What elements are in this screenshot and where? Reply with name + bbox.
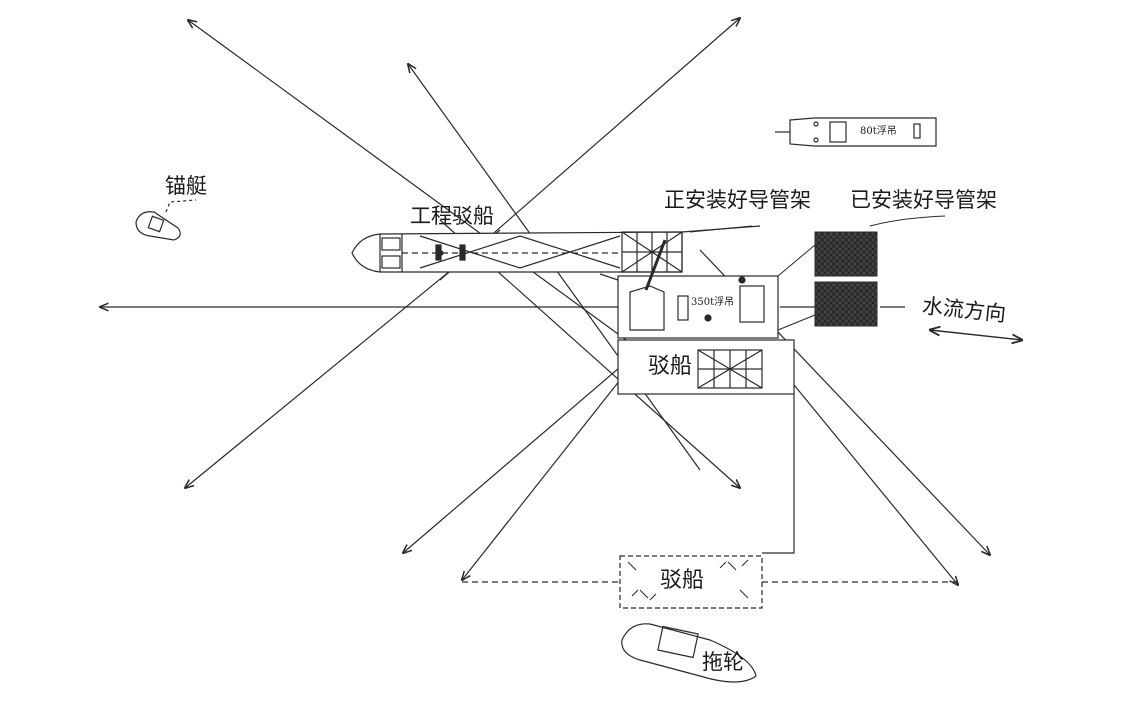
mooring-line-nw: [188, 20, 641, 351]
floating-crane-350t: [599, 225, 779, 339]
mooring-line-ssw2: [462, 379, 621, 580]
barge-bottom-label: 驳船: [660, 568, 705, 593]
installing-frame-label: 正安装好导管架: [664, 188, 811, 212]
tugboat: [621, 623, 757, 683]
anchor-boat-label: 锚艇: [165, 174, 207, 198]
barge-top: [617, 339, 795, 554]
barge-bottom: [462, 555, 958, 609]
mooring-line-ssw1: [403, 349, 641, 553]
installed-frame-label: 已安装好导管架: [850, 188, 997, 212]
installing-jacket-frame: [621, 231, 683, 273]
crane-350t-label: 350t浮吊: [691, 297, 735, 308]
mooring-line-se3: [789, 379, 958, 585]
installed-jacket-1: [814, 231, 878, 277]
mooring-line-sw: [185, 229, 501, 488]
tugboat-label: 拖轮: [702, 650, 744, 674]
barge-top-label: 驳船: [648, 354, 693, 379]
water-flow-arrow: [930, 330, 1022, 340]
floating-crane-80t: [775, 117, 937, 147]
engineering-barge-label: 工程驳船: [410, 204, 494, 228]
engineering-barge: [351, 231, 683, 273]
crane-80t-label: 80t浮吊: [860, 126, 897, 137]
anchor-boat: [135, 199, 197, 241]
installed-jacket-2: [814, 281, 878, 327]
installed-jackets: [777, 215, 946, 331]
